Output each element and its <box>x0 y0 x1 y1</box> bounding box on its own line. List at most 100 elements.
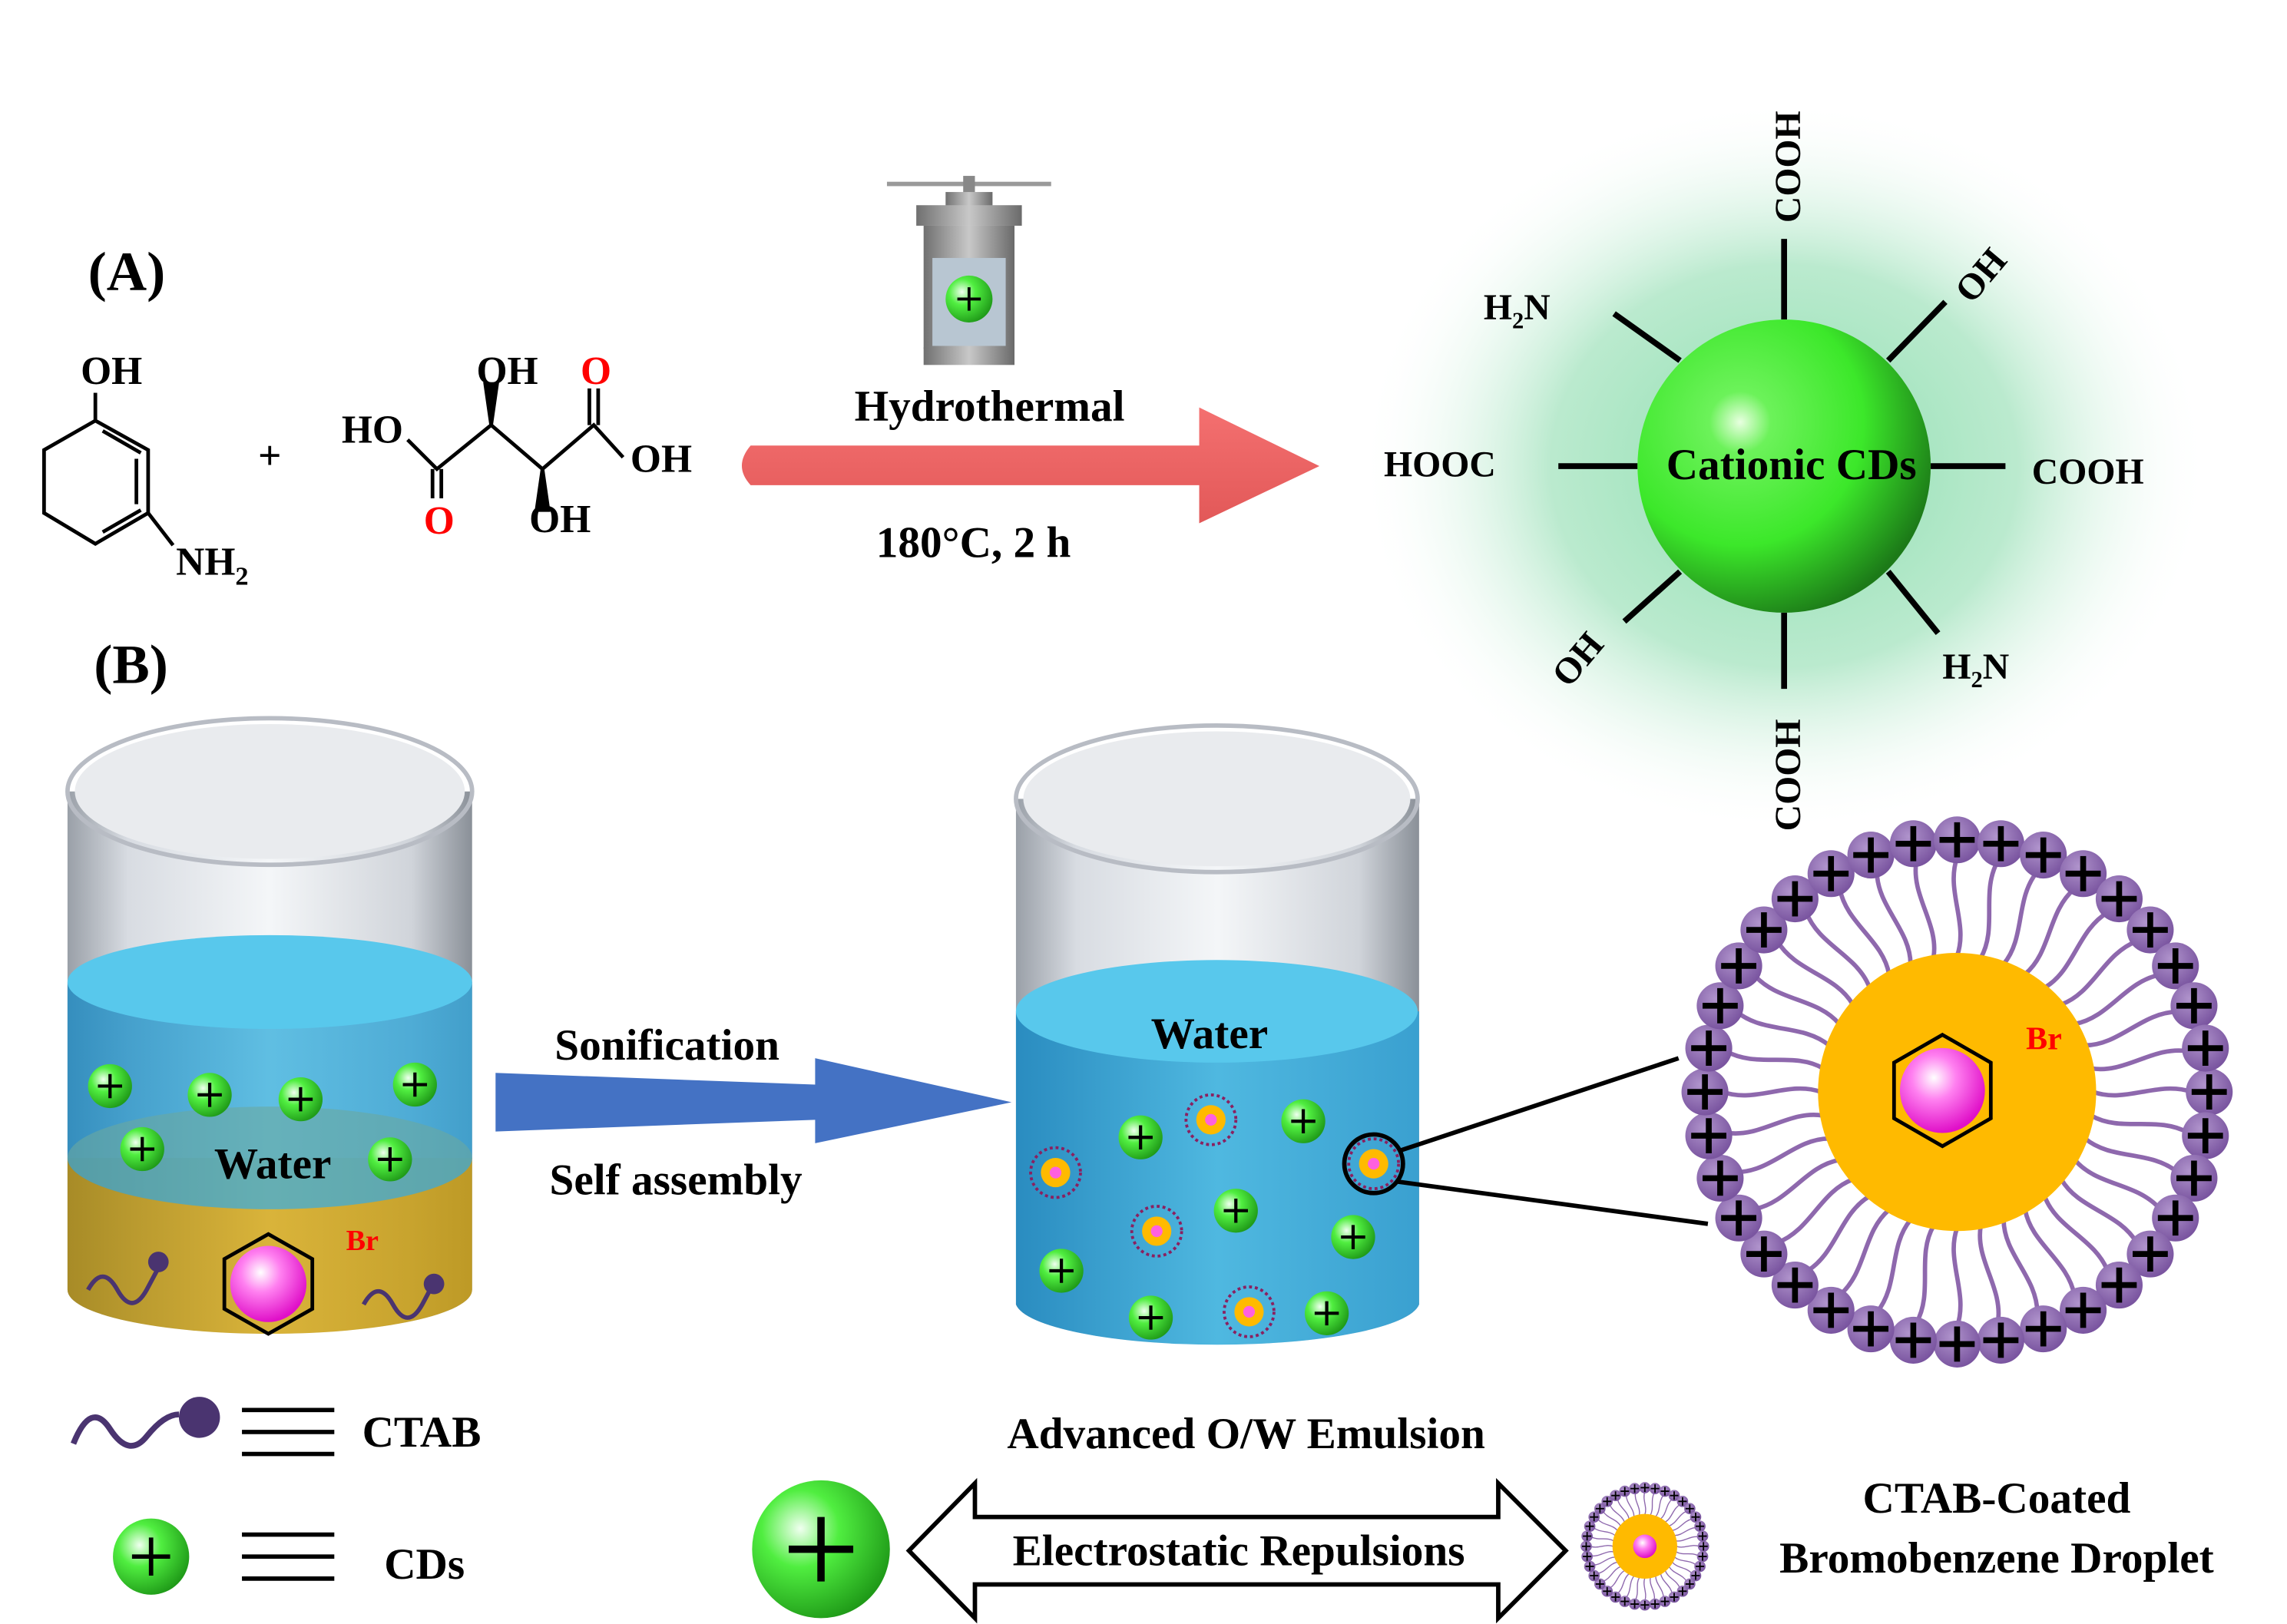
ctab-head-icon <box>2182 1112 2229 1159</box>
legend-ctab-icon <box>70 1397 220 1449</box>
ctab-tail <box>1597 1561 1618 1574</box>
ctab-tail <box>2084 1009 2178 1048</box>
cd-particle-icon <box>187 1073 232 1117</box>
ctab-head-icon <box>1694 1560 1706 1573</box>
ctab-head-icon <box>1683 1578 1696 1590</box>
panel-a-label: (A) <box>88 240 166 303</box>
ctab-tail <box>1951 1227 1963 1328</box>
ctab-tail <box>1626 1576 1635 1598</box>
ctab-tail <box>1602 1510 1621 1526</box>
ctab-tail <box>1609 1504 1625 1523</box>
mini-droplet-icon <box>1029 1146 1082 1199</box>
process-arrow <box>495 1058 1012 1143</box>
group-left: HOOC <box>1384 444 1496 485</box>
mini-droplet-icon <box>1347 1137 1401 1190</box>
cd-particle-icon <box>1304 1291 1349 1335</box>
ctab-tail <box>1617 1499 1630 1520</box>
ctab-head-icon <box>1683 1503 1696 1515</box>
ctab-head-icon <box>1668 1490 1680 1502</box>
cd-particle-icon <box>368 1137 412 1182</box>
ctab-head-icon <box>1696 982 1744 1030</box>
ctab-tail <box>1643 1577 1647 1601</box>
ctab-tail <box>1753 1157 1840 1212</box>
ctab-tail <box>2059 1178 2139 1244</box>
ctab-tail <box>2090 1113 2189 1135</box>
group-top-left: H2N <box>1484 287 1551 333</box>
ctab-head-icon <box>1588 1511 1600 1523</box>
ctab-molecule-icon <box>86 1266 436 1320</box>
ctab-tail <box>1634 1492 1640 1516</box>
ctab-tail <box>2074 972 2161 1027</box>
ctab-tail <box>1722 1086 1822 1098</box>
ctab-tail <box>2060 939 2138 1007</box>
ctab-head-icon <box>1889 820 1937 868</box>
beaker-middle-contents <box>1029 1093 1401 1340</box>
ctab-head-icon <box>2152 1194 2199 1242</box>
ctab-head-icon <box>2060 1286 2107 1334</box>
beaker-left <box>65 716 475 1335</box>
autoclave-icon <box>886 176 1051 365</box>
ctab-tail <box>1978 1225 2001 1324</box>
ctab-head-icon <box>1690 1511 1702 1523</box>
cd-particle-icon <box>278 1077 323 1122</box>
ctab-head-icon <box>1715 942 1762 990</box>
ctab-head-icon <box>1676 1496 1689 1507</box>
double-arrow-icon <box>905 1477 1569 1624</box>
ctab-head-icon <box>1610 1490 1621 1502</box>
ctab-head-icon <box>1619 1485 1631 1497</box>
ctab-head-icon <box>2095 875 2143 923</box>
ctab-tail <box>1669 1510 1687 1526</box>
ctab-head-icon <box>1933 816 1981 864</box>
ctab-tail <box>1875 871 1913 964</box>
ctab-head-icon <box>1690 1569 1702 1582</box>
ctab-tail <box>1643 1491 1647 1515</box>
beaker-left-cds <box>88 1062 437 1182</box>
group-bottom-right: H2N <box>1942 647 2009 693</box>
ctab-head-icon <box>1685 1024 1733 1072</box>
ctab-head-icon <box>1629 1598 1640 1610</box>
ctab-head-icon <box>2170 982 2218 1030</box>
aminophenol-nh2: NH2 <box>176 540 248 590</box>
ctab-head-icon <box>1889 1316 1937 1364</box>
ctab-head-icon <box>1668 1591 1680 1603</box>
ctab-head-icon <box>1847 832 1895 879</box>
ctab-tail <box>1776 1177 1854 1245</box>
cationic-cd-particle <box>1359 99 2209 833</box>
ctab-head-icon <box>1601 1496 1613 1507</box>
ctab-tail <box>1603 1566 1621 1583</box>
ctab-tail <box>1650 1492 1655 1516</box>
ctab-head-icon <box>2020 832 2067 879</box>
ctab-droplet-detail <box>1681 816 2233 1368</box>
ctab-head-icon <box>1659 1596 1671 1607</box>
process-bottom-label: Self assembly <box>549 1156 803 1205</box>
ctab-head-icon <box>1694 1520 1706 1533</box>
ctab-head-icon <box>1594 1578 1606 1590</box>
ctab-tail <box>2073 1158 2163 1211</box>
cd-particle-icon <box>88 1063 132 1109</box>
ctab-tail <box>1804 911 1872 989</box>
legend-ctab-label: CTAB <box>362 1408 482 1457</box>
ctab-head-icon <box>2170 1154 2218 1202</box>
mini-droplet-icon <box>1184 1093 1238 1146</box>
ctab-tail <box>1660 1498 1673 1520</box>
beaker-left-br: Br <box>346 1225 379 1257</box>
ctab-tail <box>2023 1209 2077 1296</box>
ctab-tail <box>1725 1049 1825 1070</box>
ctab-head-icon <box>1977 820 2024 868</box>
tartaric-ho: HO <box>342 408 403 451</box>
large-cd-icon <box>752 1480 890 1619</box>
ctab-head-icon <box>1649 1483 1661 1494</box>
ctab-head-icon <box>1740 1230 1788 1278</box>
ctab-head-icon <box>1807 850 1855 898</box>
cd-particle-icon <box>1281 1099 1326 1143</box>
cd-particle-icon <box>1128 1295 1173 1340</box>
ctab-tail <box>1674 1526 1696 1536</box>
ctab-tail <box>1736 1136 1829 1175</box>
ctab-tail <box>1838 1208 1891 1297</box>
ctab-tail <box>2001 1219 2040 1313</box>
ctab-tail <box>2001 870 2040 966</box>
ctab-tail <box>1805 1194 1871 1274</box>
ctab-head-icon <box>1588 1569 1600 1582</box>
ctab-head-icon <box>1594 1503 1606 1515</box>
